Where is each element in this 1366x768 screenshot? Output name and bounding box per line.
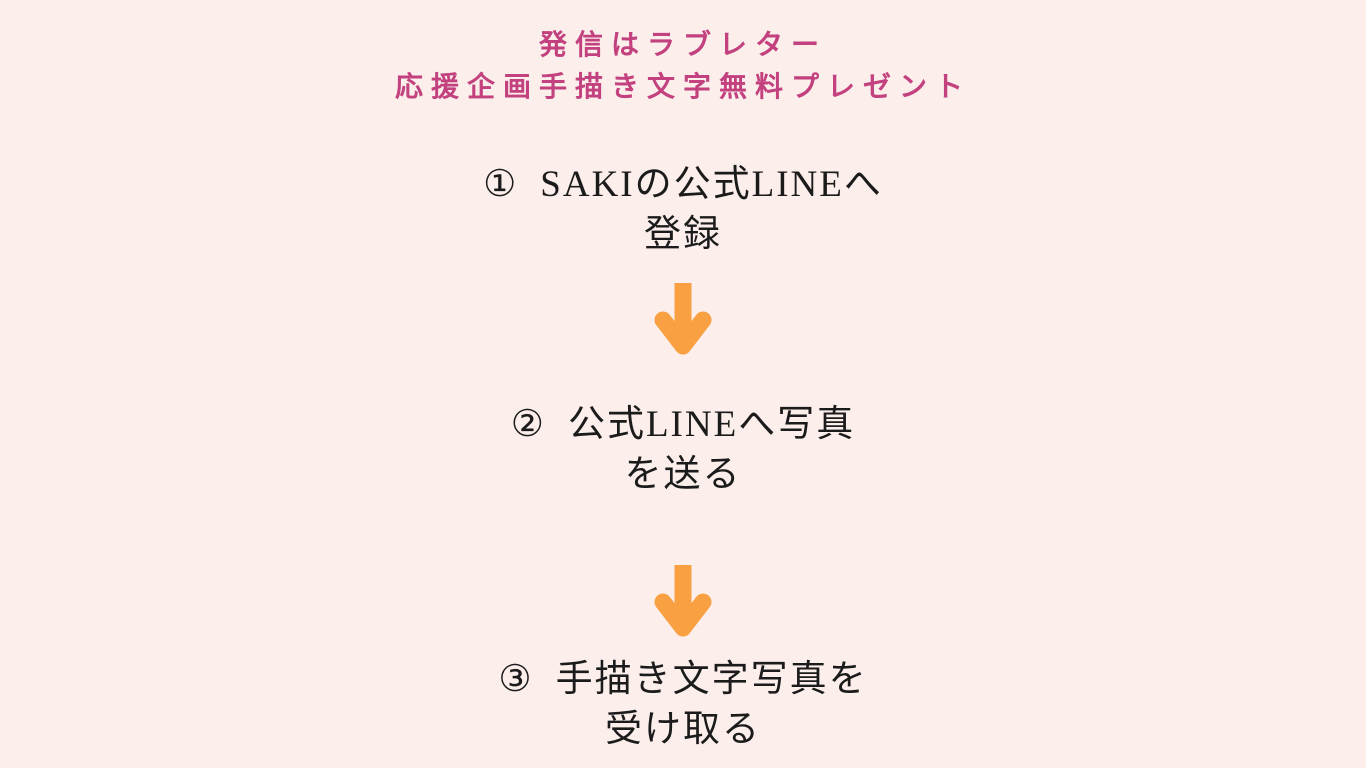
step-3-number: ③ — [498, 659, 534, 700]
step-1: ① SAKIの公式LINEへ 登録 — [483, 160, 883, 260]
step-2-number: ② — [510, 404, 546, 445]
step-3-text: 手描き文字写真を — [555, 659, 868, 700]
page-title-line2: 応援企画手描き文字無料プレゼント — [394, 71, 971, 102]
down-arrow-icon — [654, 565, 712, 637]
step-1-line1: ① SAKIの公式LINEへ — [483, 160, 883, 210]
step-3: ③ 手描き文字写真を 受け取る — [498, 655, 867, 755]
page-title-line1: 発信はラブレター — [538, 29, 827, 60]
down-arrow-icon — [654, 283, 712, 355]
step-1-line2: 登録 — [643, 214, 722, 255]
step-1-number: ① — [483, 164, 519, 205]
step-1-text: SAKIの公式LINEへ — [540, 164, 883, 205]
step-3-line1: ③ 手描き文字写真を — [498, 655, 867, 705]
step-2-line2: を送る — [624, 454, 742, 495]
step-3-line2: 受け取る — [604, 709, 761, 750]
page-title: 発信はラブレター 応援企画手描き文字無料プレゼント — [395, 24, 971, 108]
step-2-line1: ② 公式LINEへ写真 — [511, 400, 855, 450]
step-2-text: 公式LINEへ写真 — [567, 404, 856, 445]
step-2: ② 公式LINEへ写真 を送る — [511, 400, 855, 500]
